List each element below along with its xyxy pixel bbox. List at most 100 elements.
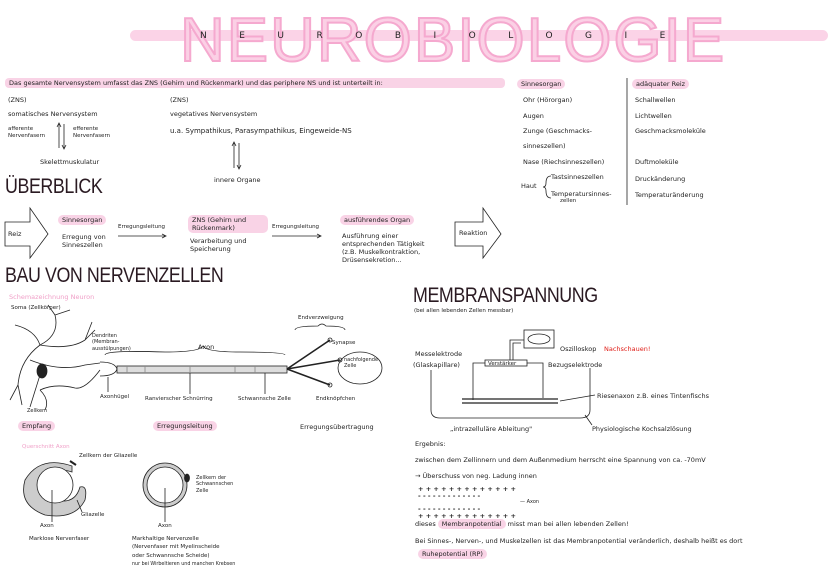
membrane-sub: (bei allen lebenden Zellen messbar) [414, 308, 514, 314]
afferent-label: afferente Nervenfasern [8, 126, 46, 139]
result-3b: misst man bei allen lebenden Zellen! [507, 520, 629, 528]
skeletal-muscle: Skelettmuskulatur [40, 158, 100, 166]
stimulus-label: Reiz [8, 230, 22, 238]
membrane-heading: MEMBRANSPANNUNG [413, 284, 598, 307]
axon-cs-label-2: Axon [158, 523, 172, 529]
result-label: Ergebnis: [415, 440, 446, 448]
soma-label: Soma (Zellkörper) [11, 305, 61, 311]
glass-capillary-label: (Glaskapillare) [413, 361, 460, 369]
giant-axon-label: Riesenaxon z.B. eines Tintenfischs [597, 392, 709, 400]
flow-conduction: Erregungsleitung [118, 224, 166, 230]
schwann-label: Schwannsche Zelle [238, 396, 291, 402]
sense-organ: Zunge (Geschmacks- [523, 127, 592, 135]
dendrites-label: Dendriten (Membran- ausstülpungen) [92, 333, 131, 352]
sense-stimulus: Geschmacksmoleküle [635, 127, 706, 135]
oscilloscope-label: Oszilloskop [560, 345, 597, 353]
conduction-label: Erregungsleitung [153, 421, 217, 432]
skin-brace [542, 175, 552, 199]
resting-potential: Ruhepotential (RP) [418, 549, 487, 560]
ranvier-label: Ranvierscher Schnürring [145, 396, 213, 402]
plus-charges-2: + + + + + + + + + + + + + [418, 512, 516, 520]
reaction-arrow [454, 206, 502, 260]
glia-nucleus-label: Zellkern der Gliazelle [79, 453, 138, 459]
synapse-label: Synapse [332, 340, 356, 346]
flow-conduction-2: Erregungsleitung [272, 224, 320, 230]
cross-section-label: Querschnitt Axon [22, 444, 70, 450]
sense-organ: Tastsinneszellen [551, 173, 604, 181]
sense-organ-cont: zellen [560, 198, 577, 204]
result-line-4: Bei Sinnes-, Nerven-, und Muskelzellen i… [415, 537, 743, 545]
sense-organ: sinneszellen) [523, 142, 566, 150]
sense-organ: Nase (Riechsinneszellen) [523, 158, 605, 166]
result-line-2: Überschuss von neg. Ladung innen [422, 472, 537, 480]
schema-label: Schemazeichnung Neuron [9, 293, 95, 301]
schwann-nucleus-label: Zellkern der Schwannschen Zelle [196, 475, 234, 494]
membrane-potential-highlight: Membranpotential [437, 519, 506, 529]
saline-label: Physiologische Kochsalzlösung [592, 425, 692, 433]
terminal-bouton-label: Endknöpfchen [316, 396, 356, 402]
sense-organ: Ohr (Hörorgan) [523, 96, 573, 104]
title-band [130, 30, 828, 41]
minus-charges-2: - - - - - - - - - - - - - [418, 505, 481, 513]
neuron-diagram [9, 304, 383, 411]
minus-charges: - - - - - - - - - - - - - [418, 492, 481, 500]
glia-label: Gliazelle [81, 512, 105, 518]
vegetative-examples: u.a. Sympathikus, Parasympathikus, Einge… [170, 127, 352, 135]
sense-skin: Haut [521, 182, 537, 190]
sense-stimulus: Temperaturänderung [635, 191, 704, 199]
axon-membrane-label: Axon [526, 499, 540, 505]
sense-stimulus: Duftmoleküle [635, 158, 679, 166]
overview-heading: ÜBERBLICK [5, 175, 103, 198]
amplifier-label: Verstärker [488, 361, 517, 367]
flow-effector: ausführendes Organ [340, 215, 415, 226]
arrows-vegetative [231, 141, 242, 170]
page-title-small: NEUROBIOLOGIE [200, 31, 698, 41]
nucleus-label: Zellkern [27, 408, 48, 414]
reference-electrode-label: Bezugselektrode [548, 361, 603, 369]
neuron-heading: BAU VON NERVENZELLEN [5, 264, 224, 287]
flow-cns-desc: Verarbeitung und Speicherung [190, 237, 247, 254]
terminal-branch-label: Endverzweigung [298, 315, 344, 321]
reception-label: Empfang [18, 421, 56, 432]
axon-cs-label: Axon [40, 523, 54, 529]
transmission-label: Erregungsübertragung [300, 423, 374, 431]
next-cell-label: nachfolgende Zelle [344, 357, 379, 370]
measurement-apparatus [430, 329, 596, 426]
myelinated-label: (Nervenfaser mit Myelinscheide [132, 544, 220, 550]
cross-section-unmyelinated [23, 460, 87, 522]
intro-text: Das gesamte Nervensystem umfasst das ZNS… [5, 78, 505, 89]
senses-header-stimulus: adäquater Reiz [632, 79, 690, 90]
page-title: NEUROBIOLOGIE [179, 5, 727, 76]
sense-organ: Augen [523, 112, 544, 120]
zns-tag: (ZNS) [8, 96, 27, 104]
flow-cns: ZNS (Gehirn und Rückenmark) [188, 215, 268, 234]
measuring-electrode-label: Messelektrode [415, 350, 463, 358]
sense-stimulus: Schallwellen [635, 96, 676, 104]
intracellular-label: „intrazelluläre Ableitung" [450, 425, 533, 433]
sense-stimulus: Druckänderung [635, 175, 686, 183]
flow-sense-organ: Sinnesorgan [58, 215, 107, 226]
plus-charges: + + + + + + + + + + + + + [418, 485, 516, 493]
unmyelinated-label: Marklose Nervenfaser [29, 536, 90, 542]
myelinated-label: oder Schwannsche Scheide) [132, 553, 210, 559]
stimulus-arrow [4, 206, 49, 260]
result-3a: dieses [415, 520, 436, 528]
flow-arrow-2 [272, 233, 322, 239]
flow-effector-desc: Ausführung einer entsprechenden Tätigkei… [342, 232, 425, 265]
flow-sense-desc: Erregung von Sinneszellen [62, 233, 106, 250]
vegetative-ns: vegetatives Nervensystem [170, 110, 258, 118]
myelinated-label: Markhaltige Nervenzelle [132, 536, 199, 542]
note-red: Nachschauen! [604, 345, 651, 353]
reaction-label: Reaktion [459, 229, 488, 237]
efferent-label: efferente Nervenfasern [73, 126, 111, 139]
arrows-somatic [56, 122, 67, 150]
sense-organ: Temperatursinnes- [551, 190, 612, 198]
result-line-1: zwischen dem Zellinnern und dem Außenmed… [415, 456, 706, 464]
flow-arrow-1 [118, 233, 167, 239]
sense-stimulus: Lichtwellen [635, 112, 672, 120]
myelinated-label: nur bei Wirbeltieren und manchen Krebsen [132, 562, 236, 567]
senses-header-organ: Sinnesorgan [517, 79, 566, 90]
zns-tag-2: (ZNS) [170, 96, 189, 104]
cross-section-myelinated [142, 462, 190, 522]
